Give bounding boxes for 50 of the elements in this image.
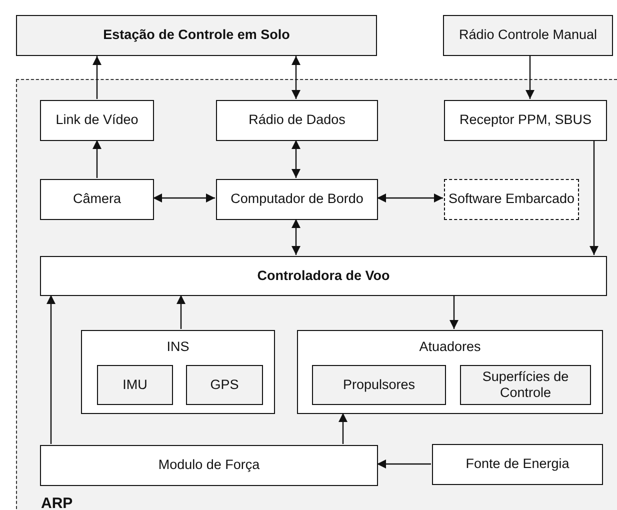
arrow (377, 194, 443, 202)
station-box (16, 15, 377, 56)
process-box (216, 179, 378, 220)
arrow (590, 140, 598, 255)
box-label: Superfícies de Controle (481, 368, 570, 402)
process-box (40, 100, 154, 141)
group-box (81, 330, 275, 414)
box-label: Receptor PPM, SBUS (459, 112, 592, 129)
arrow (292, 56, 300, 99)
arrow (526, 56, 534, 99)
arrow (46, 295, 56, 444)
arrow (92, 56, 102, 99)
process-box (460, 365, 591, 405)
process-box (97, 365, 173, 405)
arrow (292, 140, 300, 178)
process-box (444, 100, 607, 141)
arrow (153, 194, 215, 202)
group-title: Atuadores (419, 339, 481, 356)
box-label: Propulsores (342, 376, 416, 394)
arrow (338, 413, 348, 444)
box-label: IMU (122, 376, 148, 394)
box-label: Câmera (72, 191, 121, 208)
arrow (176, 295, 186, 329)
box-label: Software Embarcado (448, 191, 575, 208)
process-box (312, 365, 446, 405)
process-box (40, 256, 607, 296)
box-label: Link de Vídeo (56, 112, 138, 129)
arrow (292, 219, 300, 255)
arrow (92, 140, 102, 178)
box-label: Estação de Controle em Solo (103, 27, 290, 44)
process-box (216, 100, 378, 141)
process-box (40, 445, 378, 486)
process-box (432, 444, 603, 485)
process-box (186, 365, 263, 405)
arrow (377, 460, 431, 468)
boundary-label: ARP (41, 495, 73, 510)
box-label: Rádio de Dados (248, 112, 346, 129)
group-title: INS (166, 339, 190, 356)
arrow (450, 295, 458, 329)
system-boundary (16, 79, 617, 510)
box-label: Modulo de Força (158, 457, 260, 474)
process-box (444, 179, 579, 220)
box-label: Rádio Controle Manual (458, 27, 598, 44)
remote-box (443, 15, 613, 56)
process-box (40, 179, 154, 220)
box-label: Computador de Bordo (230, 191, 364, 208)
box-label: GPS (210, 376, 239, 394)
box-label: Controladora de Voo (257, 268, 390, 284)
box-label: Fonte de Energia (466, 456, 570, 473)
group-box (297, 330, 603, 414)
